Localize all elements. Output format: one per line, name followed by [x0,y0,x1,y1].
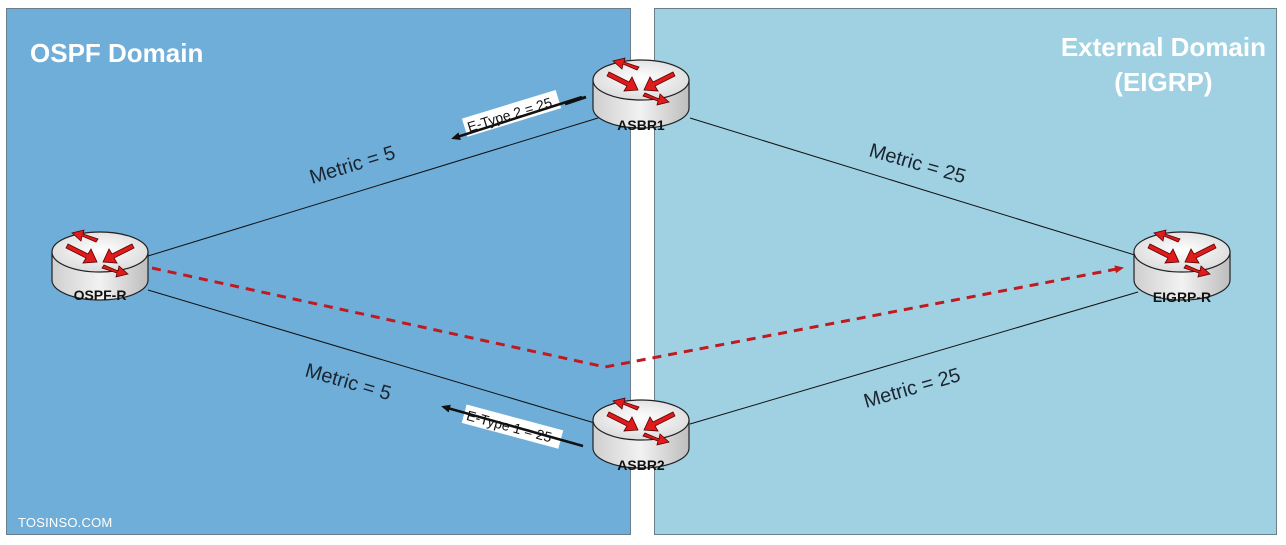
link-asbr1-eigrp [689,117,1139,257]
link-asbr2-eigrp [689,291,1139,425]
metric-label-asbr2-eigrp: Metric = 25 [861,364,963,413]
ospf-domain-title: OSPF Domain [30,38,204,68]
router-label-asbr2: ASBR2 [617,457,665,473]
advert-arrow-asbr1 [451,95,583,140]
metric-label-ospf-asbr1: Metric = 5 [307,142,398,189]
router-label-asbr1: ASBR1 [617,117,665,133]
metric-label-ospf-asbr2: Metric = 5 [303,360,394,406]
link-ospf-asbr1 [147,117,599,257]
router-label-eigrp-r: EIGRP-R [1153,289,1211,305]
router-eigrp-r[interactable]: EIGRP-R [1133,229,1231,305]
metric-label-asbr1-eigrp: Metric = 25 [867,140,969,189]
advert-arrow-tail-asbr1 [564,95,587,106]
advert-arrow-asbr2 [441,404,584,448]
router-asbr1[interactable]: ASBR1 [592,57,690,133]
router-ospf-r[interactable]: OSPF-R [51,229,149,303]
router-asbr2[interactable]: ASBR2 [592,397,690,473]
selected-path-arrow [151,265,1124,369]
router-label-ospf-r: OSPF-R [74,287,127,303]
watermark: TOSINSO.COM [18,515,113,530]
external-domain-title: External Domain (EIGRP) [1060,32,1266,97]
link-ospf-asbr2 [147,289,599,425]
